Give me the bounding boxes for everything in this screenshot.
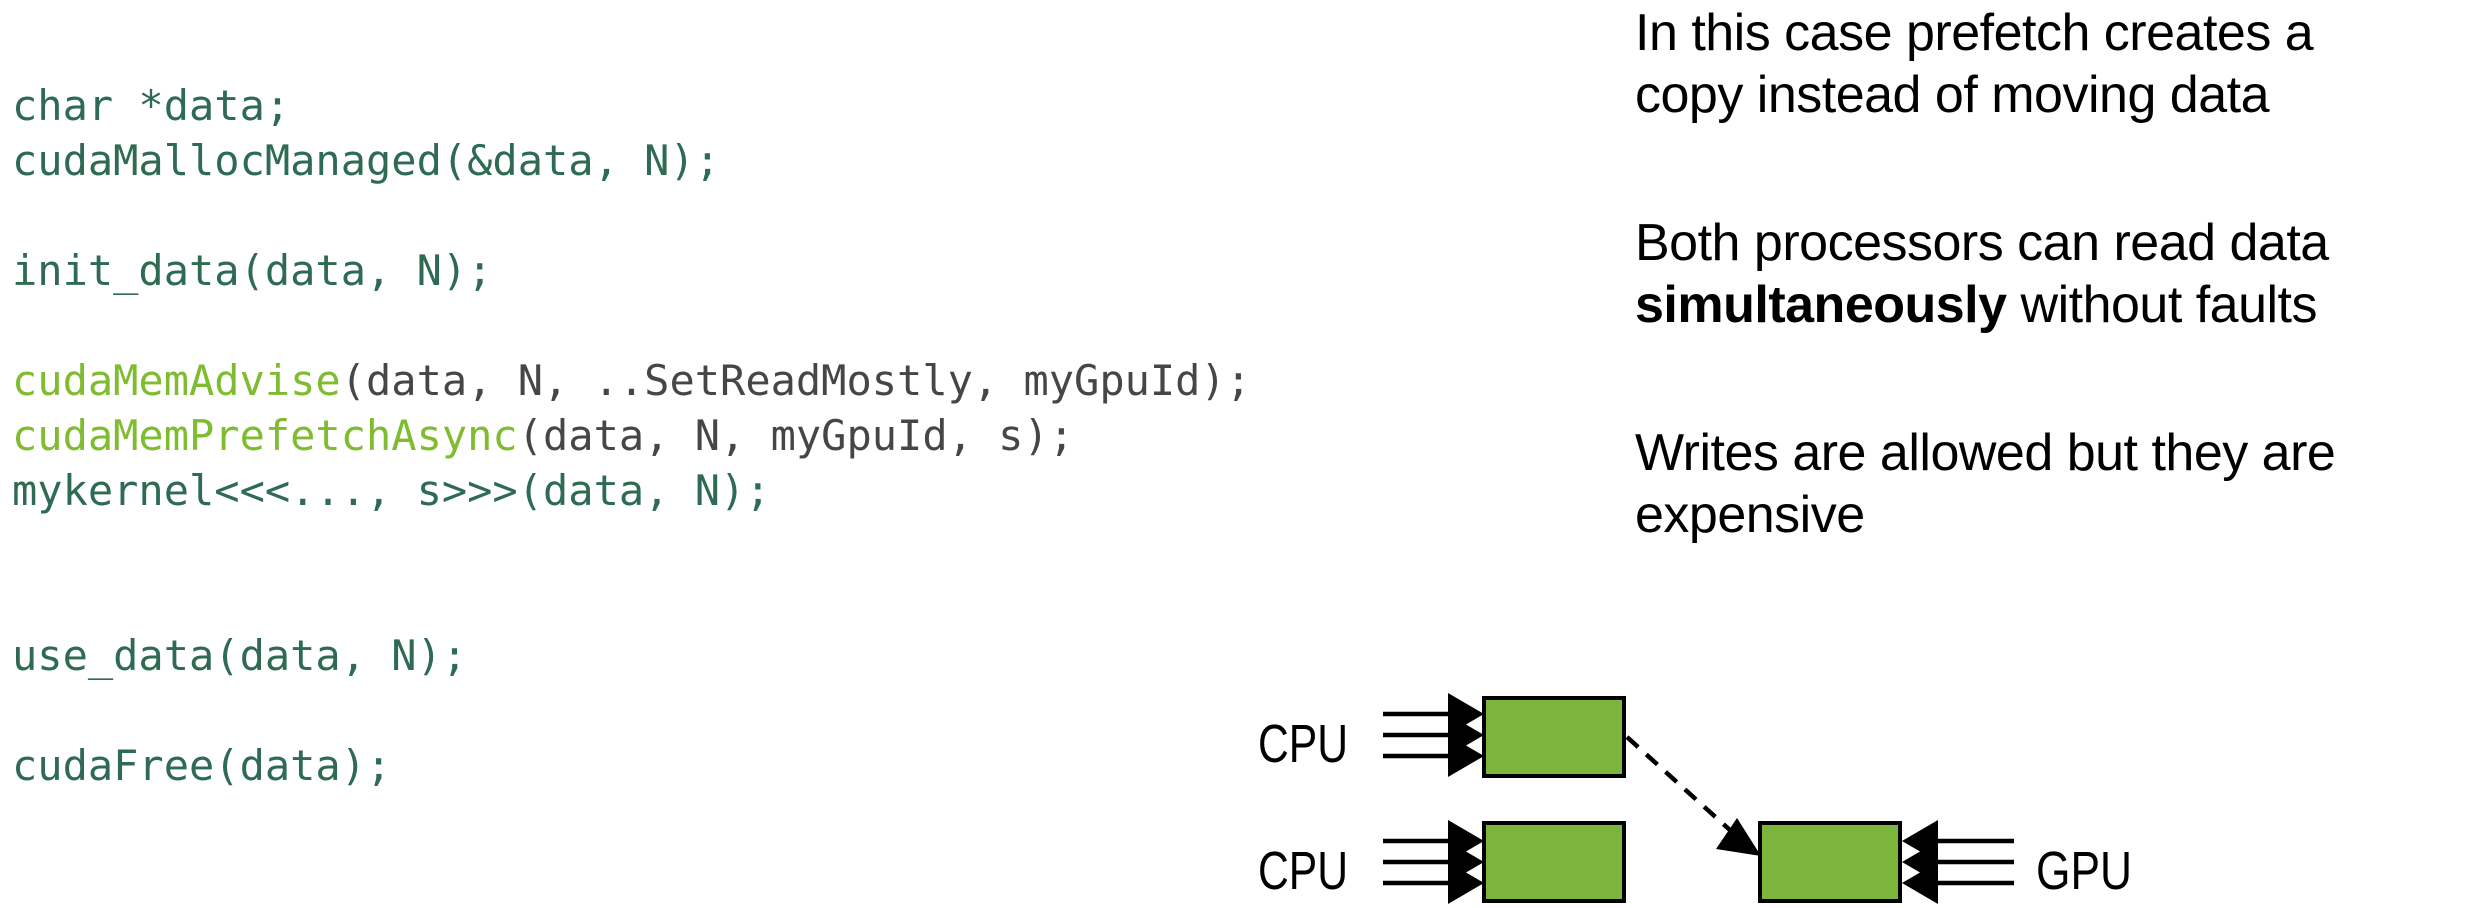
note-paragraph: Both processors can read data simultaneo… (1635, 214, 2329, 334)
note-paragraph: In this case prefetch creates a copy ins… (1635, 4, 2314, 124)
prefetch-copy-arrow (1625, 735, 1761, 856)
cpu-top-label: CPU (1258, 714, 1348, 774)
code-line: cudaMemAdvise(data, N, ..SetReadMostly, … (12, 356, 1252, 405)
cuda-code-block: char *data;cudaMallocManaged(&data, N); … (12, 78, 1251, 793)
memory-diagram: CPU CPU (1258, 693, 2132, 904)
note-paragraph: Writes are allowed but they are expensiv… (1635, 424, 2336, 544)
code-line (12, 298, 1251, 353)
code-line: cudaMallocManaged(&data, N); (12, 136, 721, 185)
code-line: mykernel<<<..., s>>>(data, N); (12, 466, 771, 515)
cpu-bottom-label: CPU (1258, 841, 1348, 901)
memory-page-box-cpu-top (1482, 696, 1626, 778)
notes-column: In this case prefetch creates a copy ins… (1635, 2, 2480, 632)
memory-page-box-gpu (1758, 821, 1902, 903)
code-line (12, 518, 1251, 573)
code-line: init_data(data, N); (12, 246, 493, 295)
gpu-read-arrows-icon (1902, 820, 2014, 904)
code-line: cudaFree(data); (12, 741, 392, 790)
memory-page-box-cpu-bottom (1482, 821, 1626, 903)
gpu-label: GPU (2036, 841, 2132, 901)
code-line: char *data; (12, 81, 291, 130)
cpu-top-read-arrows-icon (1383, 693, 1484, 777)
code-line: use_data(data, N); (12, 631, 468, 680)
code-line: cudaMemPrefetchAsync(data, N, myGpuId, s… (12, 411, 1075, 460)
code-line (12, 573, 1251, 628)
code-line (12, 683, 1251, 738)
code-line (12, 188, 1251, 243)
cpu-bottom-read-arrows-icon (1383, 820, 1484, 904)
